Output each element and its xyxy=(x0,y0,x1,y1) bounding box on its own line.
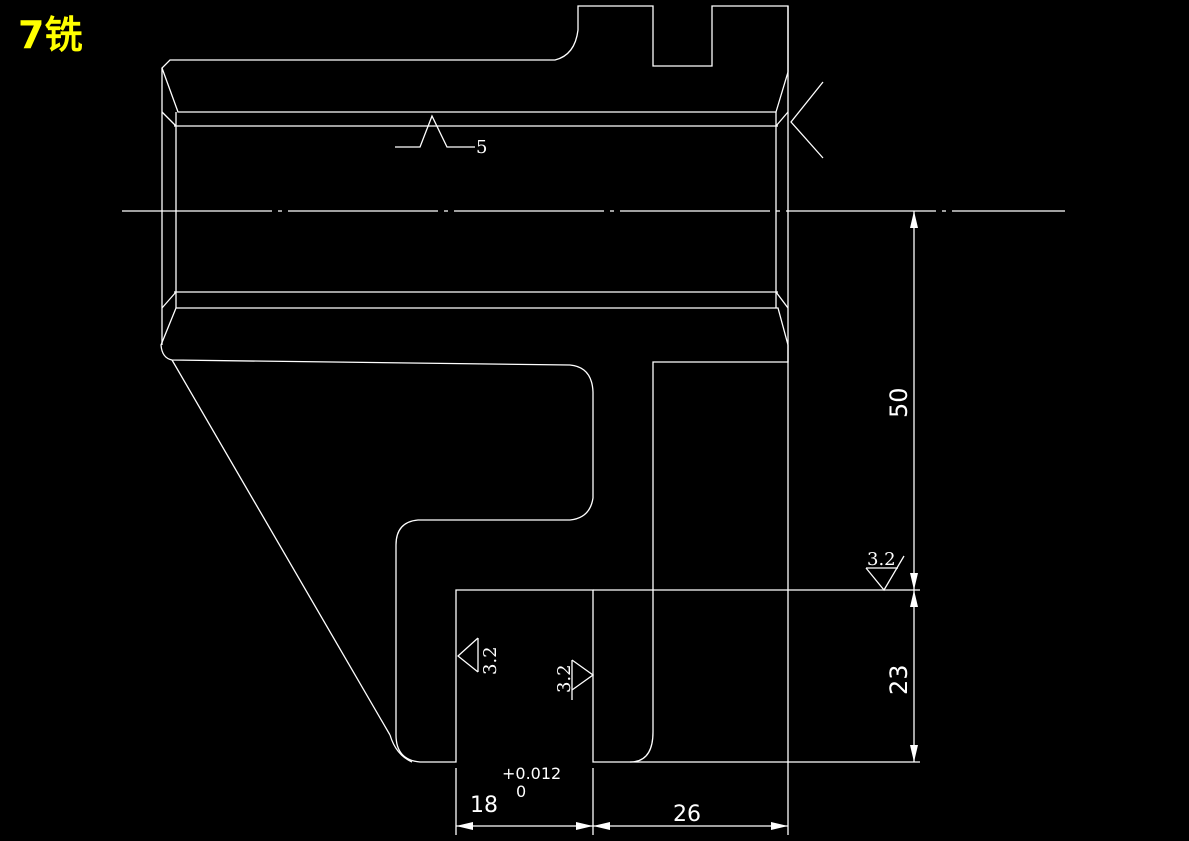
roughness-value-slot-right: 3.2 xyxy=(554,664,575,693)
roughness-symbol-slot-left: 3.2 xyxy=(456,637,501,675)
dimension-tolerance-upper: +0.012 xyxy=(502,764,561,783)
roughness-value-bore: 5 xyxy=(476,137,487,158)
section-hatching xyxy=(160,5,789,763)
roughness-symbol-slot-bottom: 3.2 xyxy=(865,549,905,592)
process-title: 7铣 xyxy=(18,13,83,57)
dimension-value-26: 26 xyxy=(673,802,701,827)
roughness-symbol-general xyxy=(790,81,824,159)
dimension-height-upper: 50 xyxy=(885,211,918,590)
dimension-tolerance-lower: 0 xyxy=(516,782,526,801)
part-outline xyxy=(161,6,920,835)
dimension-value-23: 23 xyxy=(885,664,913,695)
dimension-height-lower: 23 xyxy=(885,590,918,762)
roughness-symbol-bore: 5 xyxy=(395,114,487,158)
roughness-value-slot-left: 3.2 xyxy=(480,646,501,675)
dimension-value-18: 18 xyxy=(470,793,498,818)
dimension-value-50: 50 xyxy=(885,387,913,418)
roughness-value-slot-bottom: 3.2 xyxy=(867,549,896,570)
roughness-symbol-slot-right: 3.2 xyxy=(554,659,595,700)
dimension-slot-width: 18 +0.012 0 xyxy=(455,764,594,835)
dimension-right-width: 26 xyxy=(593,802,788,830)
upper-wall-section xyxy=(161,5,789,113)
lower-wall-section xyxy=(160,307,789,763)
